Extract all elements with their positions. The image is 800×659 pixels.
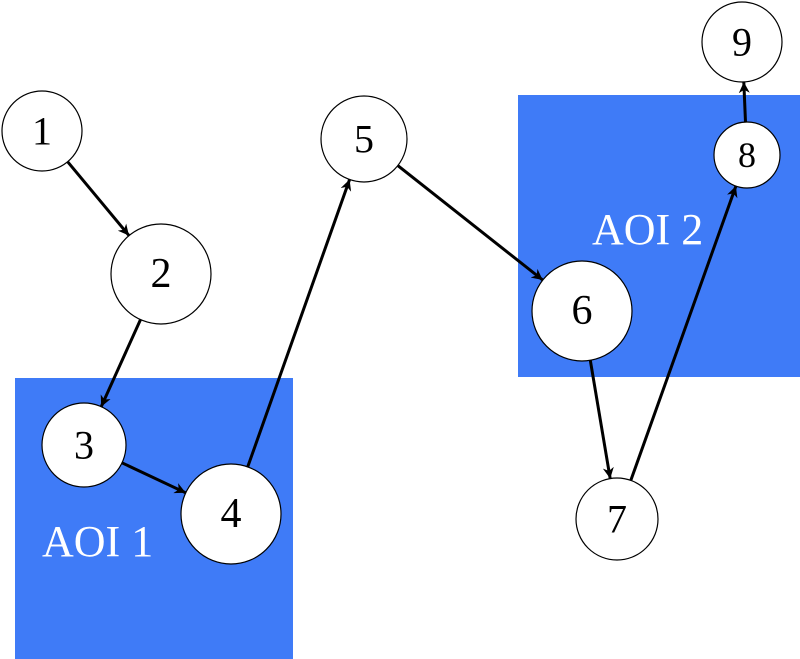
fixation-node-2: 2: [110, 223, 212, 325]
fixation-circle: [713, 121, 781, 189]
aoi-2-label: AOI 2: [592, 205, 703, 254]
fixation-label: 4: [221, 491, 242, 537]
saccade-arrow-6-7: [588, 360, 614, 479]
fixation-node-9: 9: [701, 1, 783, 83]
saccade-arrow-5-6: [396, 164, 544, 282]
fixation-circle: [41, 402, 127, 488]
fixation-label: 6: [572, 288, 593, 334]
aoi-layer: AOI 1 AOI 2: [15, 95, 800, 659]
fixation-circle: [320, 95, 408, 183]
fixation-label: 2: [151, 251, 172, 297]
fixation-node-7: 7: [575, 477, 659, 561]
fixation-label: 9: [732, 20, 752, 65]
fixation-circle: [180, 463, 282, 565]
fixation-layer: 1 2 3 4 5 6 7 8 9: [1, 1, 783, 565]
saccade-arrow-4-5: [246, 178, 352, 468]
fixation-node-6: 6: [531, 260, 633, 362]
fixation-label: 8: [738, 135, 756, 175]
fixation-label: 1: [32, 109, 52, 154]
fixation-node-3: 3: [41, 402, 127, 488]
saccade-arrow-7-8: [629, 185, 738, 481]
saccade-arrow-8-9: [738, 81, 750, 123]
fixation-node-1: 1: [1, 90, 83, 172]
saccade-arrow-2-3: [99, 318, 142, 408]
fixation-circle: [1, 90, 83, 172]
saccade-layer: [66, 81, 750, 495]
fixation-circle: [575, 477, 659, 561]
fixation-circle: [110, 223, 212, 325]
fixation-node-4: 4: [180, 463, 282, 565]
fixation-label: 3: [74, 423, 94, 468]
fixation-label: 5: [354, 117, 374, 162]
fixation-node-5: 5: [320, 95, 408, 183]
fixation-circle: [701, 1, 783, 83]
fixation-node-8: 8: [713, 121, 781, 189]
saccade-arrow-1-2: [66, 160, 131, 237]
fixation-label: 7: [607, 497, 627, 542]
fixation-circle: [531, 260, 633, 362]
saccade-arrow-3-4: [121, 461, 187, 495]
aoi-1-label: AOI 1: [42, 517, 153, 566]
